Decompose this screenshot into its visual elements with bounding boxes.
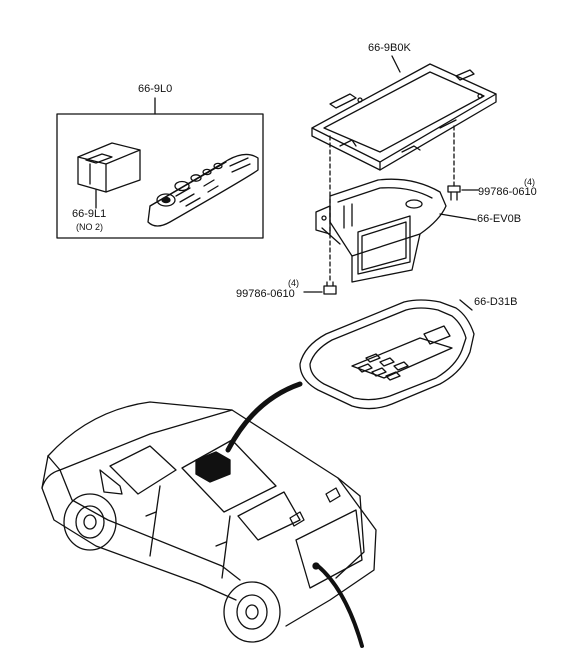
label-receiver-note: (NO 2) <box>76 222 103 232</box>
label-bracket: 66-9B0K <box>368 42 411 54</box>
bolt-left-icon <box>323 281 337 295</box>
overhead-cover-drawing <box>299 299 475 410</box>
bolt-right-icon <box>447 185 461 201</box>
pointer-arrow-rear <box>316 564 364 648</box>
label-bolt-left-qty: (4) <box>288 278 299 288</box>
monitor-leader-line <box>439 213 477 221</box>
label-receiver: 66-9L1 <box>72 208 107 220</box>
cover-leader-line <box>459 299 473 311</box>
label-kit: 66-9L0 <box>138 83 173 95</box>
rear-location-dot <box>312 562 320 570</box>
vehicle-outline-drawing <box>41 401 377 643</box>
label-bolt-right-qty: (4) <box>524 177 535 187</box>
roof-location-marker <box>195 451 231 483</box>
bracket-leader-line <box>391 55 401 73</box>
mounting-bracket-drawing <box>311 63 497 171</box>
label-cover: 66-D31B <box>474 296 518 308</box>
pointer-arrow-roof <box>225 381 303 453</box>
label-monitor: 66-EV0B <box>477 213 522 225</box>
kit-box-frame <box>56 113 264 239</box>
remote-control-icon <box>147 153 259 227</box>
label-bolt-right: 99786-0610 <box>478 186 537 198</box>
monitor-unit-drawing <box>315 178 447 283</box>
alignment-lines <box>329 125 455 283</box>
receiver-module-icon <box>77 142 141 193</box>
label-bolt-left: 99786-0610 <box>236 288 295 300</box>
